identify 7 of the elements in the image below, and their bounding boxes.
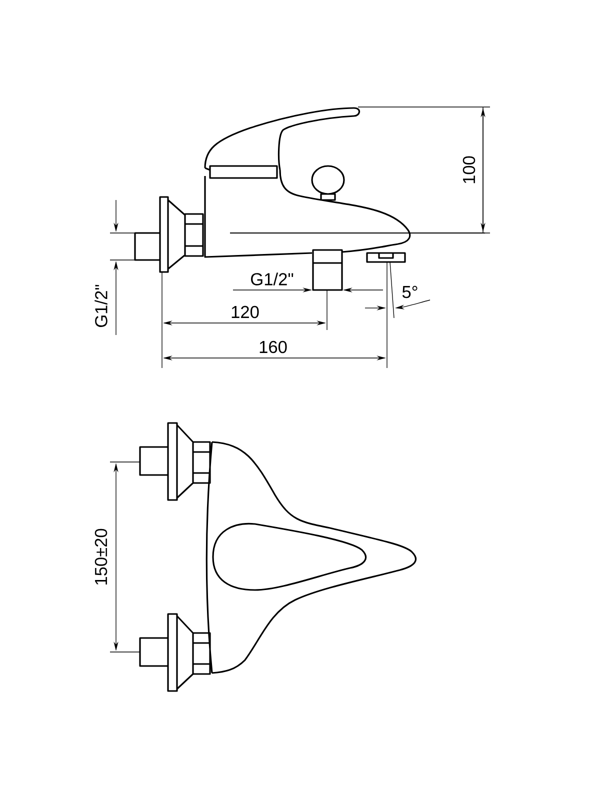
dimension-label: 100 (462, 156, 476, 184)
dimension-label: 5° (402, 286, 418, 298)
dimension-label: G1/2" (251, 272, 294, 286)
dimension-label: 120 (232, 306, 259, 318)
dimension-label: 160 (260, 340, 287, 354)
dimension-label: G1/2" (94, 284, 108, 327)
dimension-label: 150±20 (94, 528, 108, 585)
